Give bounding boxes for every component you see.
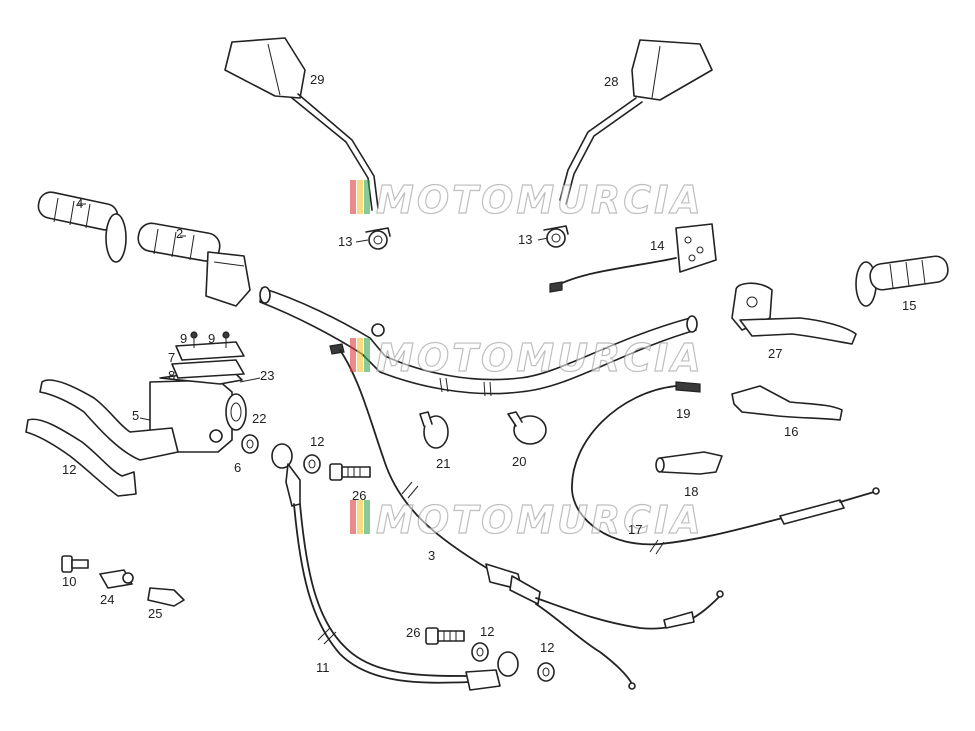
watermark-text: MOTOMURCIA	[376, 178, 704, 222]
brake-lever-right	[731, 385, 843, 421]
bolt-26-upper	[329, 463, 371, 481]
callout-9: 9	[180, 331, 187, 346]
leader-lines	[78, 203, 549, 421]
callout-9: 9	[208, 331, 215, 346]
callout-18: 18	[684, 484, 698, 499]
throttle-cable	[329, 343, 724, 690]
washer-12-c	[471, 642, 489, 662]
right-grip	[855, 255, 949, 307]
callout-16: 16	[784, 424, 798, 439]
brake-lever-left	[39, 379, 179, 461]
right-mirror	[559, 39, 713, 205]
watermark-text: MOTOMURCIA	[376, 498, 704, 542]
adjuster-24	[99, 569, 134, 589]
callout-26: 26	[406, 625, 420, 640]
callout-17: 17	[628, 522, 642, 537]
callout-20: 20	[512, 454, 526, 469]
callout-4: 4	[76, 196, 83, 211]
screw-10	[61, 555, 89, 573]
callout-21: 21	[436, 456, 450, 471]
callout-13: 13	[338, 234, 352, 249]
callout-8: 8	[168, 368, 175, 383]
throttle-grip	[137, 222, 251, 307]
watermark-3: MOTOMURCIA	[350, 497, 704, 543]
washer-12-a	[241, 434, 259, 454]
cap-25	[147, 587, 185, 607]
lever-6	[25, 418, 137, 497]
callout-24: 24	[100, 592, 114, 607]
bolt-26-lower	[425, 627, 465, 645]
callout-14: 14	[650, 238, 664, 253]
callout-27: 27	[768, 346, 782, 361]
callout-12: 12	[310, 434, 324, 449]
callout-28: 28	[604, 74, 618, 89]
clutch-lever-assembly	[731, 282, 857, 345]
adjuster-18	[655, 451, 723, 475]
handlebar	[259, 286, 698, 397]
cable-tie-21	[419, 411, 449, 449]
callout-11: 11	[316, 660, 330, 675]
callout-15: 15	[902, 298, 916, 313]
callout-19: 19	[676, 406, 690, 421]
callout-25: 25	[148, 606, 162, 621]
callout-26: 26	[352, 488, 366, 503]
callout-10: 10	[62, 574, 76, 589]
mirror-clamp-left	[365, 227, 391, 250]
callout-6: 6	[234, 460, 241, 475]
callout-2: 2	[176, 226, 183, 241]
clutch-cable	[571, 381, 880, 555]
mirror-clamp-right	[543, 225, 569, 248]
callout-13: 13	[518, 232, 532, 247]
callout-29: 29	[310, 72, 324, 87]
watermark-1: MOTOMURCIA	[350, 177, 704, 223]
callout-12: 12	[540, 640, 554, 655]
callout-3: 3	[428, 548, 435, 563]
watermark-text: MOTOMURCIA	[376, 336, 704, 380]
switch-assembly	[549, 223, 717, 293]
callout-22: 22	[252, 411, 266, 426]
callout-5: 5	[132, 408, 139, 423]
left-grip	[37, 191, 127, 263]
callout-12: 12	[62, 462, 76, 477]
callout-23: 23	[260, 368, 274, 383]
cable-tie-20	[507, 411, 547, 445]
callout-12: 12	[480, 624, 494, 639]
brake-hose	[271, 443, 519, 691]
watermark-2: MOTOMURCIA	[350, 335, 704, 381]
callout-7: 7	[168, 350, 175, 365]
washer-12-b	[303, 454, 321, 474]
washer-12-d	[537, 662, 555, 682]
